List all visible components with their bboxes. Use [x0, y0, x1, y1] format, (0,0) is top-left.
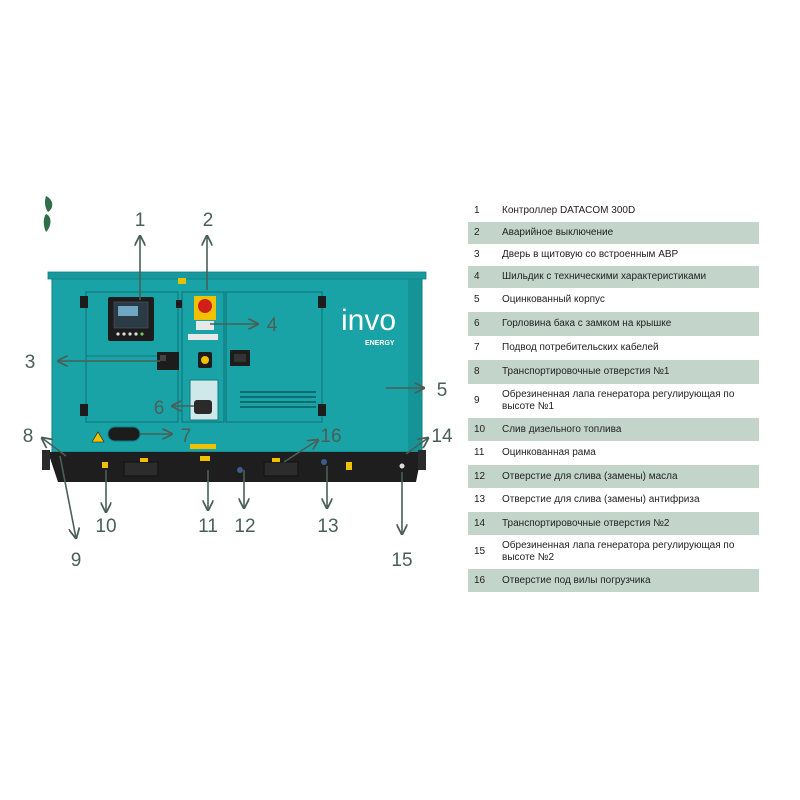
vent-grille: [240, 391, 316, 408]
legend-text: Транспортировочные отверстия №2: [502, 517, 670, 529]
legend-text: Отверстие под вилы погрузчика: [502, 574, 651, 586]
callout-16: 16: [320, 426, 341, 447]
legend-row: 15 Обрезиненная лапа генератора регулирую…: [468, 535, 759, 569]
legend-number: 8: [474, 366, 480, 377]
callout-14: 14: [431, 426, 453, 447]
legend-text: Обрезиненная лапа генератора регулирующа…: [502, 389, 735, 412]
legend-row: 12 Отверстие для слива (замены) масла: [468, 465, 759, 488]
callout-numbers: 1 2 3 4 5 6 7 8 9 10 11 12 13 14 15 16: [23, 210, 453, 571]
generator-illustration: invo ENERGY: [42, 271, 427, 482]
callout-6: 6: [154, 398, 165, 419]
callout-11: 11: [198, 516, 218, 537]
arrow-14: [405, 438, 428, 455]
callout-3: 3: [25, 352, 36, 373]
leaf-icon: [43, 196, 53, 232]
callout-12: 12: [234, 516, 255, 537]
brand-tagline: ENERGY: [365, 340, 395, 347]
legend-number: 13: [474, 494, 486, 505]
legend-text: Горловина бака с замком на крышке: [502, 318, 672, 329]
legend-number: 2: [474, 227, 480, 238]
legend-row: 3 Дверь в щитовую со встроенным АВР: [468, 244, 759, 266]
legend-text: Контроллер DATACOM 300D: [502, 205, 636, 216]
arrow-8: [42, 438, 67, 457]
legend-text: Дверь в щитовую со встроенным АВР: [502, 249, 679, 260]
legend-number: 5: [474, 294, 480, 305]
legend-table: 1 Контроллер DATACOM 300D 2 Аварийное выкл…: [468, 200, 759, 592]
callout-4: 4: [267, 315, 278, 336]
callout-13: 13: [317, 516, 338, 537]
callout-5: 5: [437, 380, 448, 401]
callout-9: 9: [71, 550, 82, 571]
legend-row: 4 Шильдик с техническими характеристиками: [468, 266, 759, 288]
legend-number: 16: [474, 574, 486, 586]
legend-number: 6: [474, 318, 480, 329]
legend-number: 14: [474, 517, 486, 529]
callout-15: 15: [391, 550, 412, 571]
callout-8: 8: [23, 426, 34, 447]
legend-number: 12: [474, 470, 486, 482]
callout-7: 7: [181, 426, 192, 447]
legend-row: 6 Горловина бака с замком на крышке: [468, 312, 759, 336]
legend-row: 14 Транспортировочные отверстия №2: [468, 512, 759, 535]
cable-entry: [107, 426, 141, 442]
right-door: [225, 291, 323, 423]
legend-text: Аварийное выключение: [502, 227, 614, 238]
legend-number: 1: [474, 205, 480, 216]
emergency-stop-button: [198, 299, 212, 313]
legend-number: 4: [474, 271, 480, 282]
legend-row: 9 Обрезиненная лапа генератора регулирующ…: [468, 384, 759, 418]
legend-text: Отверстие для слива (замены) антифриза: [502, 494, 700, 505]
legend-text: Слив дизельного топлива: [502, 423, 622, 435]
arrow-9: [59, 455, 76, 538]
arrow-16: [283, 440, 318, 463]
legend-number: 15: [474, 546, 486, 557]
legend-row: 5 Оцинкованный корпус: [468, 288, 759, 312]
legend-row: 11 Оцинкованная рама: [468, 441, 759, 465]
legend-row: 10 Слив дизельного топлива: [468, 418, 759, 441]
legend-number: 7: [474, 342, 480, 353]
brand-logo: invo: [341, 304, 396, 337]
center-panel: [181, 291, 225, 423]
legend-row: 8 Транспортировочные отверстия №1: [468, 360, 759, 384]
callout-10: 10: [95, 516, 116, 537]
callout-1: 1: [135, 210, 146, 231]
legend-text: Оцинкованный корпус: [502, 294, 605, 305]
legend-number: 11: [474, 447, 485, 458]
legend-text: Шильдик с техническими характеристиками: [502, 271, 707, 282]
legend-text: Отверстие для слива (замены) масла: [502, 470, 678, 482]
legend-row: 2 Аварийное выключение: [468, 222, 759, 244]
legend-row: 16 Отверстие под вилы погрузчика: [468, 569, 759, 592]
legend-text: Обрезиненная лапа генератора регулирующа…: [502, 540, 735, 563]
legend-text: Транспортировочные отверстия №1: [502, 366, 670, 377]
legend-row: 13 Отверстие для слива (замены) антифриза: [468, 488, 759, 512]
legend-row: 1 Контроллер DATACOM 300D: [468, 200, 759, 222]
legend-text: Подвод потребительских кабелей: [502, 342, 659, 353]
nameplate: [188, 334, 218, 340]
legend-number: 9: [474, 395, 480, 406]
legend-text: Оцинкованная рама: [502, 447, 596, 458]
callout-arrows: [42, 236, 428, 538]
legend-number: 3: [474, 249, 480, 260]
callout-2: 2: [203, 210, 214, 231]
legend-number: 10: [474, 423, 486, 435]
legend-row: 7 Подвод потребительских кабелей: [468, 336, 759, 360]
